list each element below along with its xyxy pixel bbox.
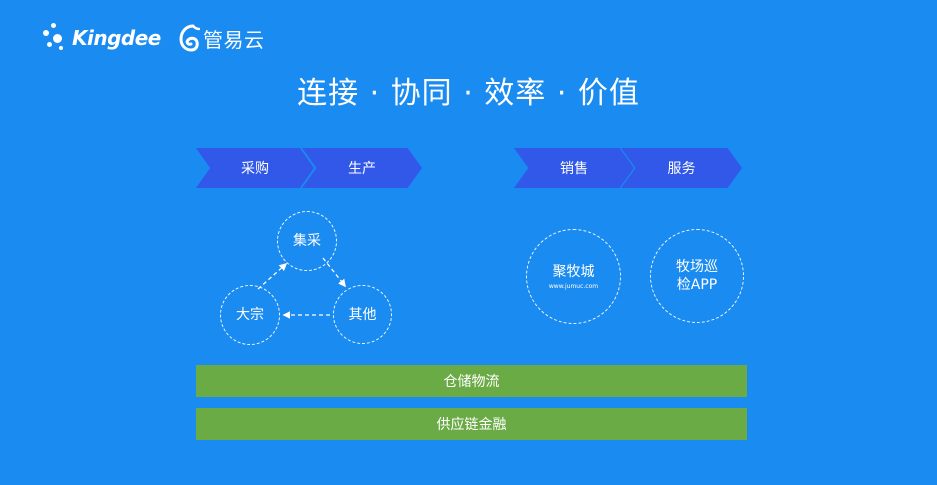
arrow-top-to-right [322,257,346,288]
chevron-production: 生产 [302,148,422,188]
guanyiyun-logo: 管易云 [178,22,265,54]
platform-jumucheng-label: 聚牧城 [552,263,595,280]
bar-supply-chain-finance: 供应链金融 [196,408,747,440]
arrow-left-to-top [257,262,288,290]
bar-warehouse-logistics: 仓储物流 [196,365,747,397]
kingdee-logo-mark [40,18,70,58]
platform-inspection-app-label-line1: 牧场巡 [676,259,718,275]
platform-jumucheng: 聚牧城 www.jumuc.com [526,229,621,324]
cycle-node-top: 集采 [277,211,337,271]
chevron-service: 服务 [621,148,742,188]
kingdee-logo-text: Kingdee [72,26,161,50]
platform-jumucheng-url: www.jumuc.com [548,282,599,290]
cycle-node-right: 其他 [333,285,392,344]
page-title: 连接 · 协同 · 效率 · 价值 [297,76,640,111]
platform-inspection-app: 牧场巡 检APP [650,229,744,323]
platform-inspection-app-label-line2: 检APP [676,277,718,293]
cycle-node-left-label: 大宗 [236,307,264,323]
chevron-purchase: 采购 [196,148,314,188]
guanyiyun-logo-text: 管易云 [203,27,265,52]
cycle-node-right-label: 其他 [348,306,377,323]
cycle-node-top-label: 集采 [293,233,321,249]
kingdee-logo: Kingdee [40,18,161,58]
guanyiyun-logo-mark [179,24,200,52]
cycle-node-left: 大宗 [220,285,280,345]
chevron-sales: 销售 [514,148,634,188]
